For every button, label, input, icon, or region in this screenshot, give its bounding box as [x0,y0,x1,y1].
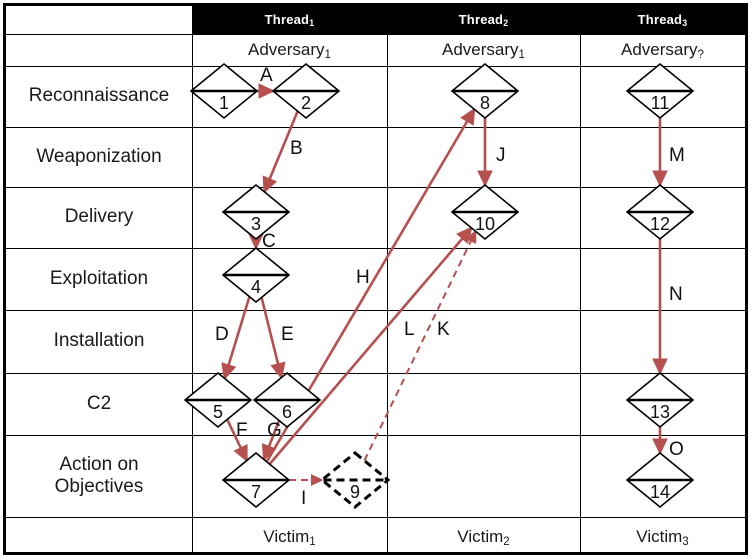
victim-3-label: Victim3 [636,527,689,548]
node-number-8: 8 [479,93,490,113]
node-number-9: 9 [349,482,360,502]
grid-vline [387,6,388,552]
node-number-14: 14 [649,482,671,502]
node-number-1: 1 [218,93,229,113]
stage-label-c2: C2 [6,373,192,435]
header-thread-1: Thread1 [192,6,387,34]
edge-label-A: A [260,65,273,86]
edge-label-N: N [669,284,683,305]
node-number-2: 2 [300,93,311,113]
edge-label-C: C [262,231,276,252]
grid-hline [6,517,745,518]
stage-label-exploitation: Exploitation [6,248,192,310]
node-number-10: 10 [474,214,496,234]
header-thread-3: Thread3 [580,6,745,34]
adversary-thread-1: Adversary1 [192,34,387,66]
stage-text: Weaponization [36,145,162,167]
grid-hline [6,34,745,35]
edge-label-I: I [301,488,307,509]
stage-text: Delivery [64,206,134,228]
thread-header-band [192,6,745,34]
header-thread-2: Thread2 [387,6,580,34]
edge-label-G: G [267,420,282,441]
node-number-13: 13 [649,402,671,422]
edge-label-M: M [669,145,685,166]
grid-vline [192,6,193,552]
edge-label-F: F [236,420,248,441]
stage-text: Reconnaissance [28,85,170,107]
victim-2-label: Victim2 [457,527,510,548]
victim-thread-3: Victim3 [580,517,745,558]
node-number-11: 11 [650,93,670,113]
edge-label-B: B [290,138,303,159]
stage-label-delivery: Delivery [6,187,192,248]
victim-thread-2: Victim2 [387,517,580,558]
node-number-7: 7 [250,482,261,502]
node-number-12: 12 [649,214,671,234]
edge-label-O: O [669,439,684,460]
stage-text-line2: Objectives [54,476,144,497]
adversary-thread-2: Adversary1 [387,34,580,66]
adversary-3-label: Adversary? [621,39,704,61]
stage-text: Installation [53,330,145,352]
node-number-6: 6 [281,402,292,422]
grid-vline [580,6,581,552]
stage-text: C2 [86,392,112,414]
edge-label-L: L [404,319,415,340]
adversary-cell-blank [6,34,192,66]
edge-label-J: J [496,145,506,166]
node-number-3: 3 [250,214,261,234]
node-number-4: 4 [250,277,261,297]
edge-label-D: D [215,324,229,345]
edge-label-E: E [281,324,294,345]
victim-1-label: Victim1 [263,527,316,548]
thread-1-label: Thread1 [264,11,315,29]
thread-2-label: Thread2 [458,11,509,29]
stage-label-weaponization: Weaponization [6,127,192,187]
stage-text: Exploitation [49,267,149,289]
stage-text-line1: Action on [59,453,139,475]
header-cell-corner [6,6,192,34]
grid-hline [6,66,745,67]
node-number-5: 5 [212,402,223,422]
adversary-1-label: Adversary1 [248,39,331,61]
adversary-2-label: Adversary1 [442,39,525,61]
stage-label-installation: Installation [6,310,192,373]
victim-cell-blank [6,517,192,558]
victim-thread-1: Victim1 [192,517,387,558]
edge-label-H: H [356,267,370,288]
adversary-thread-3: Adversary? [580,34,745,66]
edge-label-K: K [437,319,450,340]
stage-label-action-on-objectives: Action on Objectives [6,435,192,517]
stage-label-reconnaissance: Reconnaissance [6,66,192,127]
thread-3-label: Thread3 [637,11,688,29]
matrix-frame: Thread1 Thread2 Thread3 Adversary1 Adver… [3,3,748,555]
